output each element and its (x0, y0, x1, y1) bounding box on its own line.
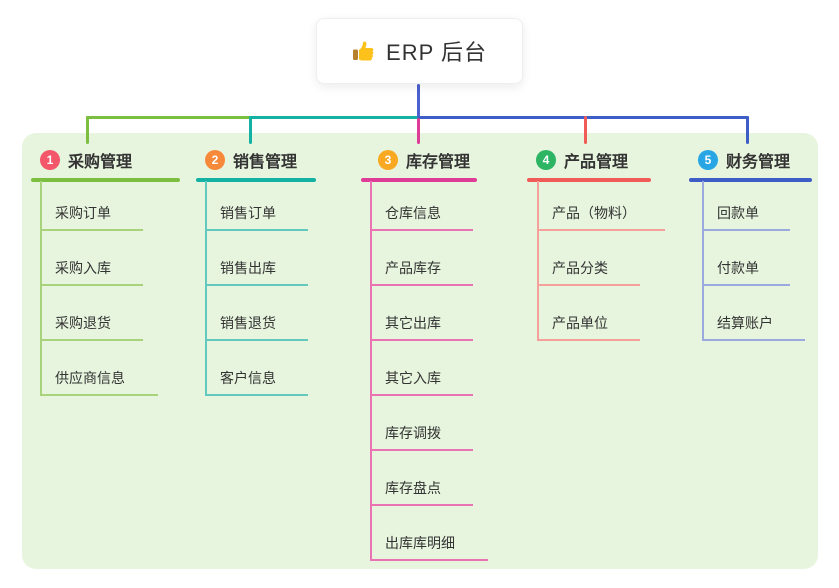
child-node[interactable]: 回款单 (702, 205, 790, 231)
child-node[interactable]: 采购入库 (40, 260, 143, 286)
child-node[interactable]: 采购退货 (40, 315, 143, 341)
branch-underline (31, 178, 180, 182)
child-node[interactable]: 采购订单 (40, 205, 143, 231)
branch-connector-line (370, 181, 372, 561)
branch-node-inventory[interactable]: 3 库存管理 (378, 149, 470, 171)
child-node[interactable]: 付款单 (702, 260, 790, 286)
branch-connector-line (40, 181, 42, 396)
trunk-line-finance (417, 116, 749, 119)
drop-line-purchase (86, 116, 89, 144)
branch-node-finance[interactable]: 5 财务管理 (698, 149, 790, 171)
branch-badge: 3 (378, 150, 398, 170)
branch-label: 库存管理 (406, 154, 471, 171)
drop-line-inventory (417, 118, 420, 144)
child-node[interactable]: 产品单位 (537, 315, 640, 341)
branch-label: 采购管理 (68, 154, 133, 171)
branch-node-sales[interactable]: 2 销售管理 (205, 149, 297, 171)
branch-node-purchase[interactable]: 1 采购管理 (40, 149, 132, 171)
trunk-line-sales (249, 116, 418, 119)
child-node[interactable]: 仓库信息 (370, 205, 473, 231)
child-node[interactable]: 供应商信息 (40, 370, 158, 396)
branch-node-product[interactable]: 4 产品管理 (536, 149, 628, 171)
branch-underline (196, 178, 316, 182)
branch-badge: 2 (205, 150, 225, 170)
child-node[interactable]: 产品（物料） (537, 205, 665, 231)
child-node[interactable]: 出库库明细 (370, 535, 488, 561)
branch-connector-line (537, 181, 539, 341)
branch-label: 产品管理 (564, 154, 629, 171)
branch-underline (527, 178, 651, 182)
child-node[interactable]: 销售订单 (205, 205, 308, 231)
branch-badge: 4 (536, 150, 556, 170)
child-node[interactable]: 结算账户 (702, 315, 805, 341)
root-node[interactable]: ERP 后台 (316, 18, 523, 84)
child-node[interactable]: 产品库存 (370, 260, 473, 286)
child-node[interactable]: 客户信息 (205, 370, 308, 396)
branch-underline (689, 178, 812, 182)
branches-panel (22, 133, 818, 569)
branch-badge: 5 (698, 150, 718, 170)
root-node-label: ERP 后台 (386, 40, 487, 65)
branch-connector-line (702, 181, 704, 341)
child-node[interactable]: 库存盘点 (370, 480, 473, 506)
child-node[interactable]: 其它出库 (370, 315, 473, 341)
child-node[interactable]: 销售退货 (205, 315, 308, 341)
branch-label: 销售管理 (233, 154, 298, 171)
child-node[interactable]: 库存调拨 (370, 425, 473, 451)
drop-line-finance (746, 116, 749, 144)
branch-underline (361, 178, 477, 182)
root-connector-line (417, 84, 420, 117)
child-node[interactable]: 产品分类 (537, 260, 640, 286)
branch-label: 财务管理 (726, 154, 791, 171)
thumbs-up-icon (352, 39, 376, 63)
drop-line-product (584, 116, 587, 144)
branch-badge: 1 (40, 150, 60, 170)
drop-line-sales (249, 116, 252, 144)
child-node[interactable]: 其它入库 (370, 370, 473, 396)
child-node[interactable]: 销售出库 (205, 260, 308, 286)
branch-connector-line (205, 181, 207, 396)
trunk-line-purchase (86, 116, 251, 119)
